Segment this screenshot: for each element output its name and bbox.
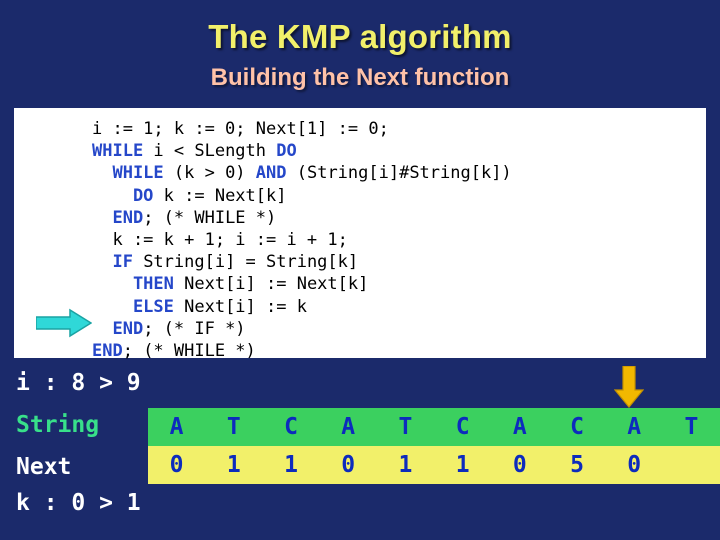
code-line: THEN Next[i] := Next[k] (92, 273, 706, 295)
string-cell: A (341, 414, 356, 440)
code-line: WHILE (k > 0) AND (String[i]#String[k]) (92, 162, 706, 184)
string-cell: C (570, 414, 584, 440)
next-cell: 0 (627, 452, 642, 478)
code-text: String[i] = String[k] (132, 252, 359, 273)
code-keyword: AND (255, 163, 287, 184)
code-line: DO k := Next[k] (92, 185, 706, 207)
code-text: ; (* IF *) (143, 318, 246, 339)
string-cell: T (226, 414, 241, 440)
code-line: END; (* WHILE *) (92, 340, 706, 362)
string-cell: C (455, 414, 470, 440)
code-keyword: END (92, 207, 144, 228)
code-keyword: THEN (92, 274, 174, 295)
next-cell (663, 446, 720, 484)
code-keyword: ELSE (92, 296, 174, 317)
code-keyword: WHILE (92, 163, 164, 184)
code-text: Next[i] := k (173, 296, 307, 317)
next-cell: 0 (341, 452, 356, 478)
next-cell: 1 (455, 452, 470, 478)
code-text: (String[i]#String[k]) (286, 163, 512, 184)
string-cell: A (169, 414, 184, 440)
right-arrow-icon (36, 308, 92, 338)
code-listing: i := 1; k := 0; Next[1] := 0;WHILE i < S… (14, 118, 706, 362)
code-line: i := 1; k := 0; Next[1] := 0; (92, 118, 706, 140)
next-cell: 1 (398, 452, 413, 478)
trace-i-line: i : 8 > 9 (16, 370, 141, 396)
code-text: ; (* WHILE *) (143, 207, 277, 228)
next-cell: 0 (169, 452, 184, 478)
trace-next-label: Next (16, 454, 72, 480)
code-text: k := Next[k] (153, 185, 287, 206)
code-keyword: DO (92, 185, 154, 206)
next-cell: 5 (570, 452, 584, 478)
string-cell: C (284, 414, 298, 440)
string-cell: A (627, 414, 642, 440)
page-title: The KMP algorithm (208, 18, 512, 55)
code-keyword: END (92, 318, 144, 339)
next-cell: 1 (284, 452, 298, 478)
code-text: (k > 0) (163, 163, 256, 184)
code-text: i < SLength (143, 141, 277, 162)
code-line: ELSE Next[i] := k (92, 296, 706, 318)
code-text: Next[i] := Next[k] (173, 274, 369, 295)
code-text: k := k + 1; i := i + 1; (92, 230, 348, 251)
code-line: k := k + 1; i := i + 1; (92, 229, 706, 251)
code-line: WHILE i < SLength DO (92, 140, 706, 162)
string-cell: T (684, 414, 699, 440)
string-cell: T (398, 414, 413, 440)
trace-area: i : 8 > 9 String Next k : 0 > 1 A T C A T C A C… (0, 362, 720, 540)
code-keyword: WHILE (92, 141, 144, 162)
code-keyword: DO (276, 141, 297, 162)
code-text: i := 1; k := 0; Next[1] := 0; (92, 119, 389, 139)
code-panel: i := 1; k := 0; Next[1] := 0;WHILE i < S… (14, 108, 706, 361)
code-keyword: END (92, 341, 123, 362)
page-subtitle: Building the Next function (210, 64, 510, 91)
next-cell: 0 (512, 452, 527, 478)
string-cell: A (512, 414, 527, 440)
code-line: END; (* WHILE *) (92, 207, 706, 229)
trace-string-label: String (16, 412, 100, 438)
trace-k-line: k : 0 > 1 (16, 490, 141, 516)
code-line: END; (* IF *) (92, 318, 706, 340)
code-keyword: IF (92, 252, 133, 273)
code-line: IF String[i] = String[k] (92, 251, 706, 273)
down-arrow-icon (614, 366, 644, 408)
code-text: ; (* WHILE *) (122, 341, 256, 362)
next-cell: 1 (226, 452, 241, 478)
